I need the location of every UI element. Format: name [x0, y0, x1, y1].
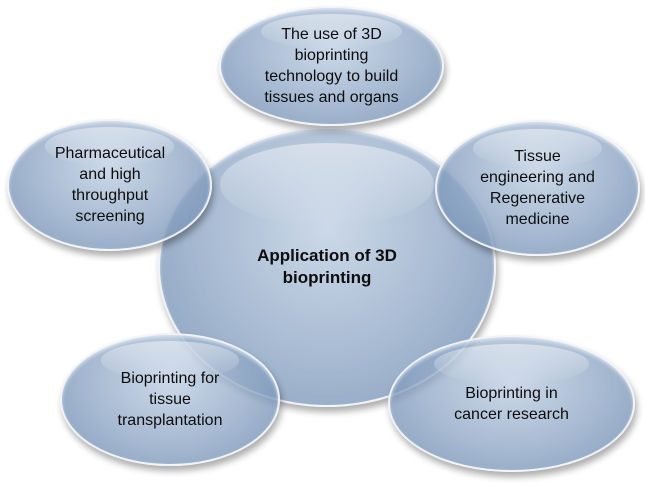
left-label: Pharmaceutical and high throughput scree…	[54, 145, 166, 225]
bottom-right-label: Bioprinting in cancer research	[454, 384, 569, 423]
center-label: Application of 3D bioprinting	[257, 246, 397, 287]
bottom-right-bubble	[388, 335, 635, 472]
bottom-left-label: Bioprinting for tissue transplantation	[117, 370, 223, 429]
right-label: Tissue engineering and Regenerative medi…	[480, 148, 595, 228]
top-label: The use of 3D bioprinting technology to …	[264, 26, 399, 106]
